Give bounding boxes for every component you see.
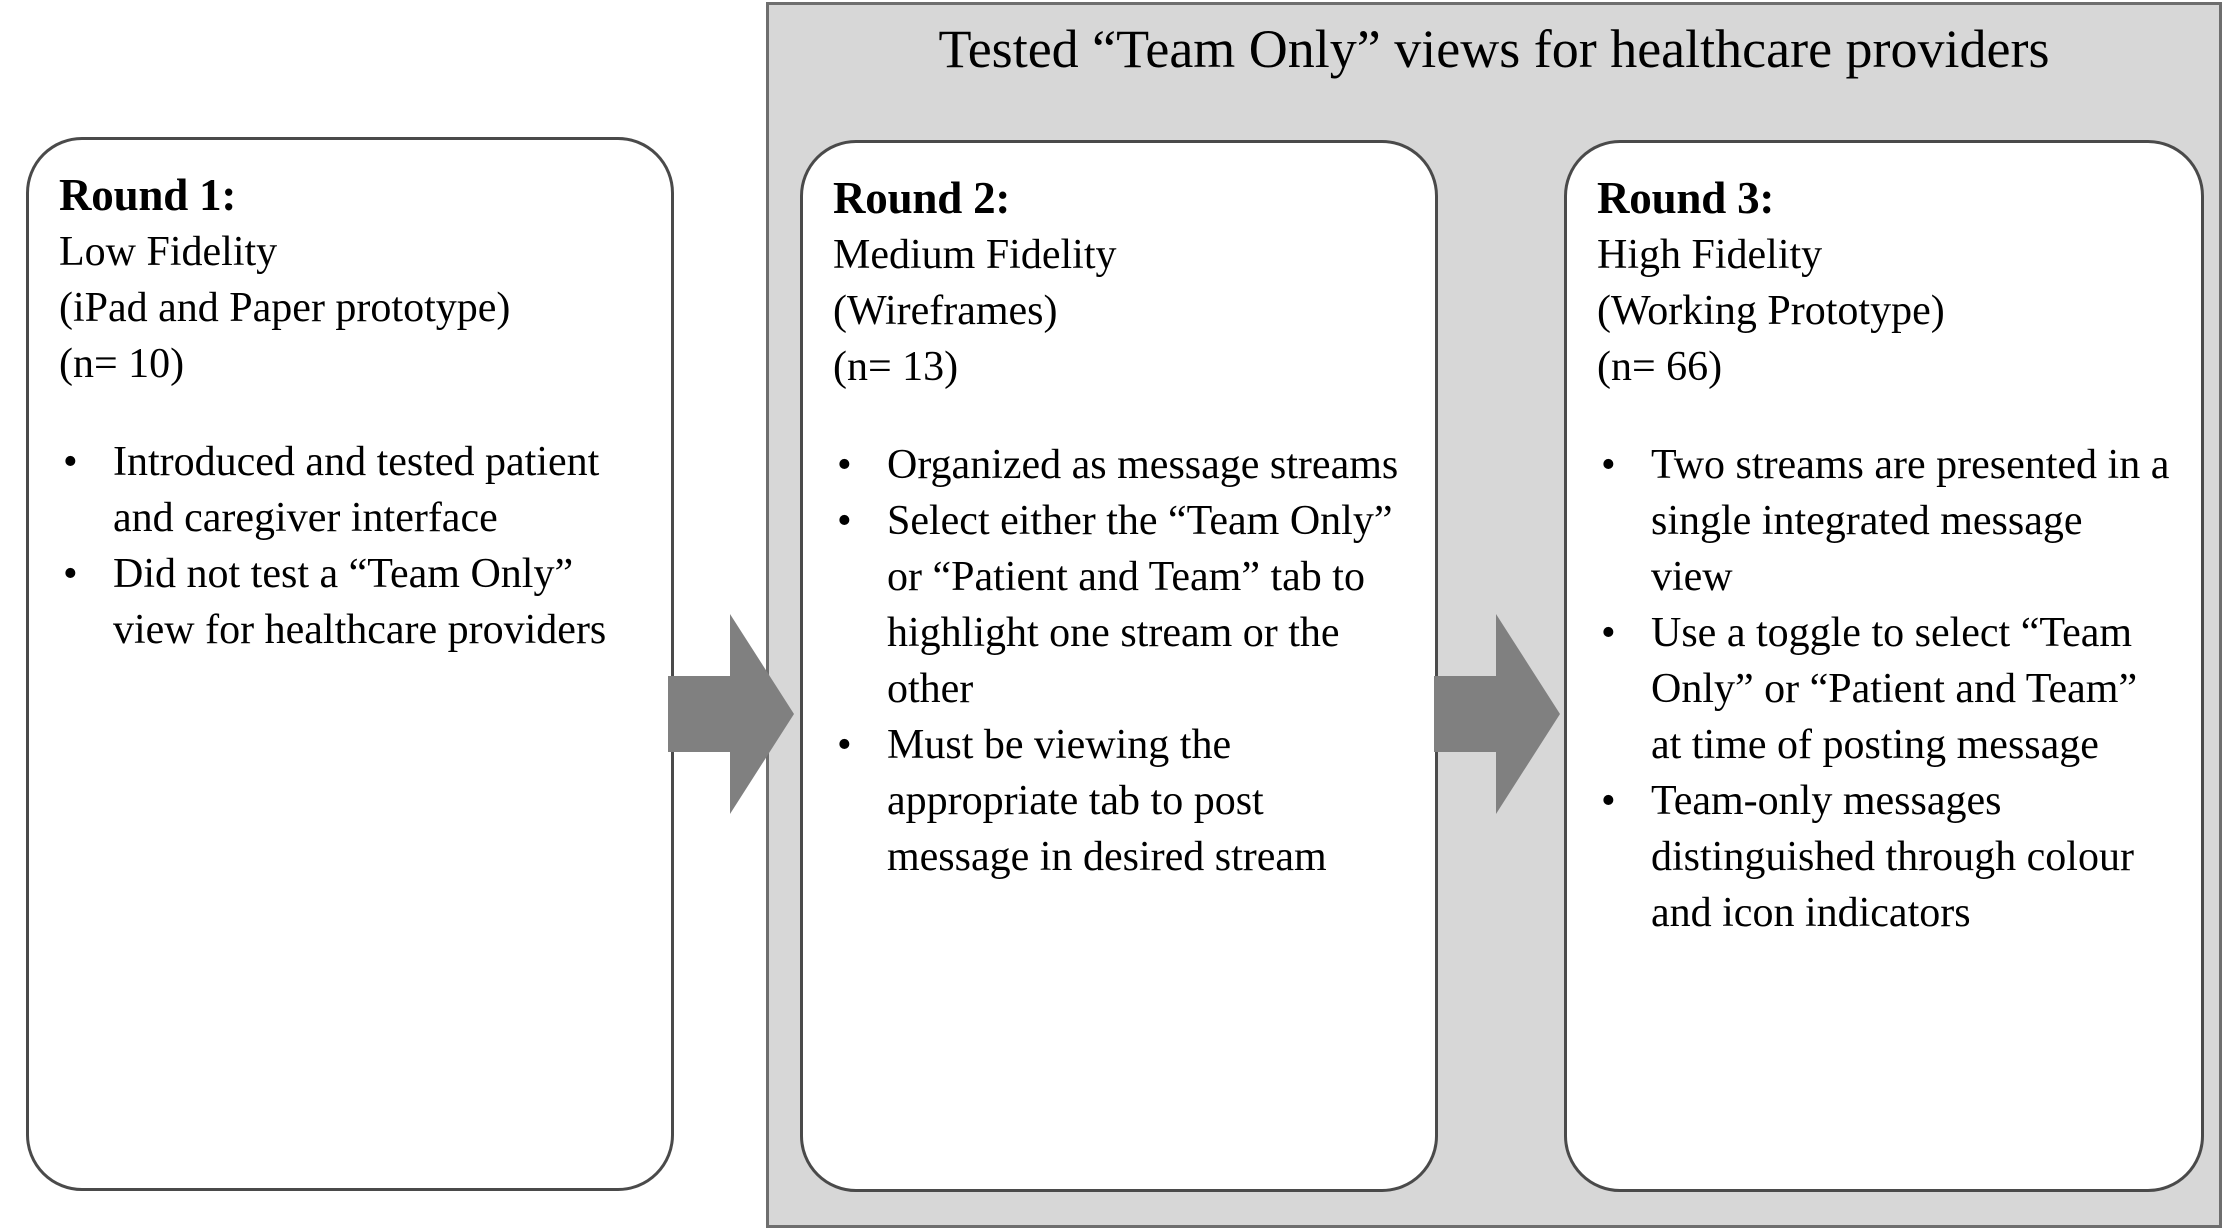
round-1-heading: Round 1:: [59, 170, 237, 220]
round-2-box: Round 2: Medium Fidelity (Wireframes) (n…: [800, 140, 1438, 1192]
round-3-bullet-3: Team-only messages distinguished through…: [1651, 778, 2134, 936]
round-1-subtitle-line-1: Low Fidelity: [59, 229, 278, 275]
round-2-subtitle-line-2: (Wireframes): [833, 288, 1058, 334]
bullet-marker-icon: •: [837, 442, 852, 488]
round-3-heading: Round 3:: [1597, 173, 1775, 223]
list-item: • Introduced and tested patient and careg…: [59, 434, 641, 546]
arrow-round2-to-round3: [1434, 614, 1560, 814]
round-1-box: Round 1: Low Fidelity (iPad and Paper pr…: [26, 137, 674, 1191]
bullet-marker-icon: •: [1601, 442, 1616, 488]
round-3-box: Round 3: High Fidelity (Working Prototyp…: [1564, 140, 2204, 1192]
bullet-marker-icon: •: [837, 498, 852, 544]
list-item: • Select either the “Team Only” or “Patie…: [833, 493, 1405, 717]
list-item: • Must be viewing the appropriate tab to …: [833, 717, 1405, 885]
round-3-bullet-2: Use a toggle to select “Team Only” or “P…: [1651, 610, 2138, 768]
round-2-bullet-list: • Organized as message streams • Select ei…: [833, 437, 1405, 885]
list-item: • Organized as message streams: [833, 437, 1405, 493]
round-3-bullet-1: Two streams are presented in a single in…: [1651, 442, 2170, 600]
round-3-subtitle-line-1: High Fidelity: [1597, 232, 1823, 278]
list-item: • Use a toggle to select “Team Only” or “…: [1597, 605, 2171, 773]
arrow-round1-to-round2: [668, 614, 794, 814]
bullet-marker-icon: •: [1601, 778, 1616, 824]
round-2-bullet-3: Must be viewing the appropriate tab to p…: [887, 722, 1327, 880]
round-3-bullet-list: • Two streams are presented in a single i…: [1597, 437, 2171, 941]
round-1-bullet-list: • Introduced and tested patient and careg…: [59, 434, 641, 658]
bullet-marker-icon: •: [63, 551, 78, 597]
bullet-marker-icon: •: [837, 722, 852, 768]
round-1-subtitle-line-2: (iPad and Paper prototype): [59, 285, 511, 331]
round-3-subtitle-line-3: (n= 66): [1597, 344, 1723, 390]
bullet-marker-icon: •: [1601, 610, 1616, 656]
round-1-bullet-1: Introduced and tested patient and caregi…: [113, 439, 600, 541]
list-item: • Two streams are presented in a single i…: [1597, 437, 2171, 605]
round-2-subtitle-line-3: (n= 13): [833, 344, 959, 390]
list-item: • Team-only messages distinguished throug…: [1597, 773, 2171, 941]
round-2-bullet-1: Organized as message streams: [887, 442, 1399, 488]
round-2-heading: Round 2:: [833, 173, 1011, 223]
bullet-marker-icon: •: [63, 439, 78, 485]
round-1-bullet-2: Did not test a “Team Only” view for heal…: [113, 551, 607, 653]
round-2-subtitle-line-1: Medium Fidelity: [833, 232, 1117, 278]
round-2-bullet-2: Select either the “Team Only” or “Patien…: [887, 498, 1393, 712]
round-3-subtitle-line-2: (Working Prototype): [1597, 288, 1945, 334]
round-1-subtitle-line-3: (n= 10): [59, 341, 185, 387]
panel-title: Tested “Team Only” views for healthcare …: [938, 19, 2050, 79]
list-item: • Did not test a “Team Only” view for hea…: [59, 546, 641, 658]
